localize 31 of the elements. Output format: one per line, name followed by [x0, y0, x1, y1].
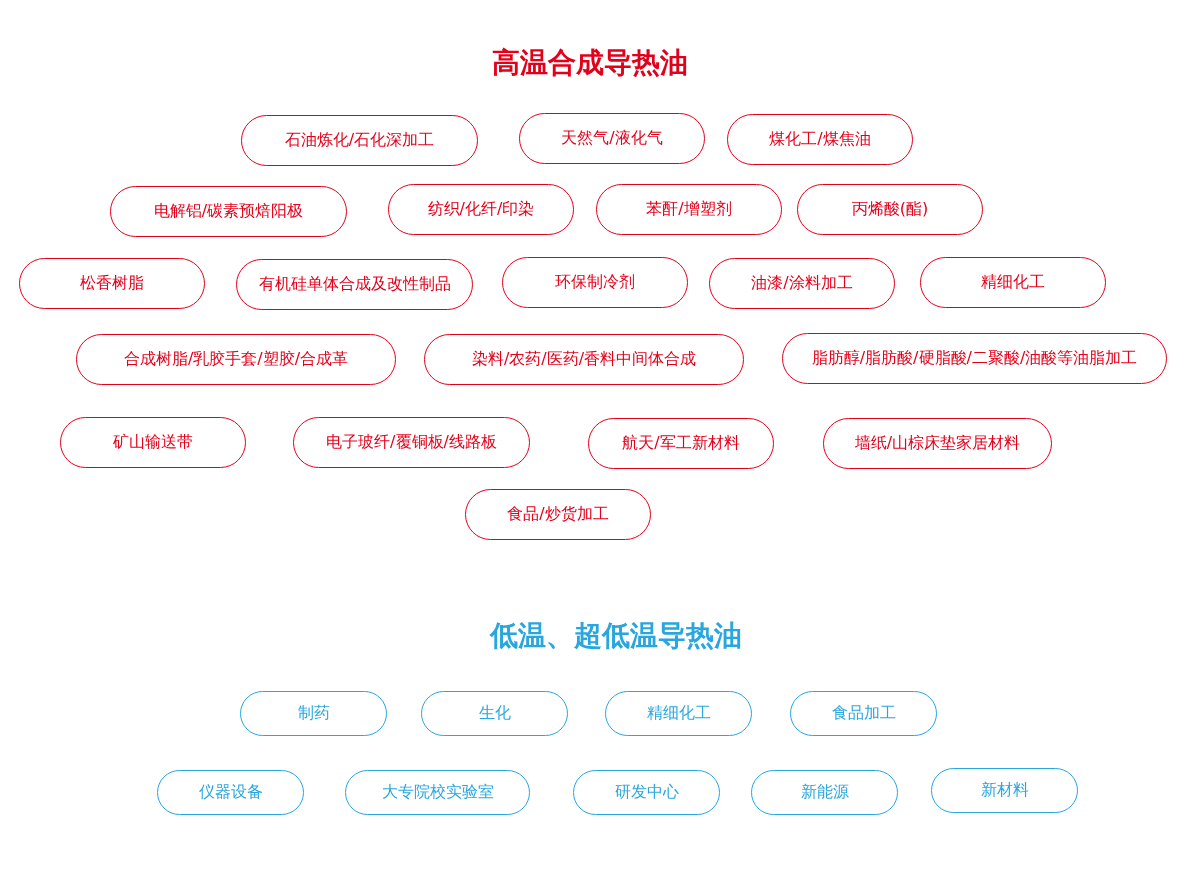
category-tag: 丙烯酸(酯)	[797, 184, 983, 235]
category-tag: 石油炼化/石化深加工	[241, 115, 478, 166]
category-tag: 生化	[421, 691, 568, 736]
category-tag: 制药	[240, 691, 387, 736]
section-heading: 高温合成导热油	[492, 45, 688, 81]
category-tag: 新材料	[931, 768, 1078, 813]
category-tag: 精细化工	[920, 257, 1106, 308]
category-tag: 松香树脂	[19, 258, 205, 309]
category-tag: 苯酐/增塑剂	[596, 184, 782, 235]
category-tag: 电解铝/碳素预焙阳极	[110, 186, 347, 237]
category-tag: 煤化工/煤焦油	[727, 114, 913, 165]
category-tag: 染料/农药/医药/香料中间体合成	[424, 334, 744, 385]
category-tag: 脂肪醇/脂肪酸/硬脂酸/二聚酸/油酸等油脂加工	[782, 333, 1167, 384]
category-tag: 新能源	[751, 770, 898, 815]
category-tag: 大专院校实验室	[345, 770, 530, 815]
category-tag: 航天/军工新材料	[588, 418, 774, 469]
section-heading: 低温、超低温导热油	[490, 618, 742, 654]
category-tag: 天然气/液化气	[519, 113, 705, 164]
category-tag: 环保制冷剂	[502, 257, 688, 308]
category-tag: 有机硅单体合成及改性制品	[236, 259, 473, 310]
category-tag: 矿山输送带	[60, 417, 246, 468]
category-tag: 墙纸/山棕床垫家居材料	[823, 418, 1052, 469]
category-tag: 食品/炒货加工	[465, 489, 651, 540]
category-tag: 油漆/涂料加工	[709, 258, 895, 309]
category-tag: 研发中心	[573, 770, 720, 815]
category-tag: 纺织/化纤/印染	[388, 184, 574, 235]
category-tag: 电子玻纤/覆铜板/线路板	[293, 417, 530, 468]
category-tag: 合成树脂/乳胶手套/塑胶/合成革	[76, 334, 396, 385]
category-tag: 仪器设备	[157, 770, 304, 815]
category-tag: 精细化工	[605, 691, 752, 736]
category-tag: 食品加工	[790, 691, 937, 736]
